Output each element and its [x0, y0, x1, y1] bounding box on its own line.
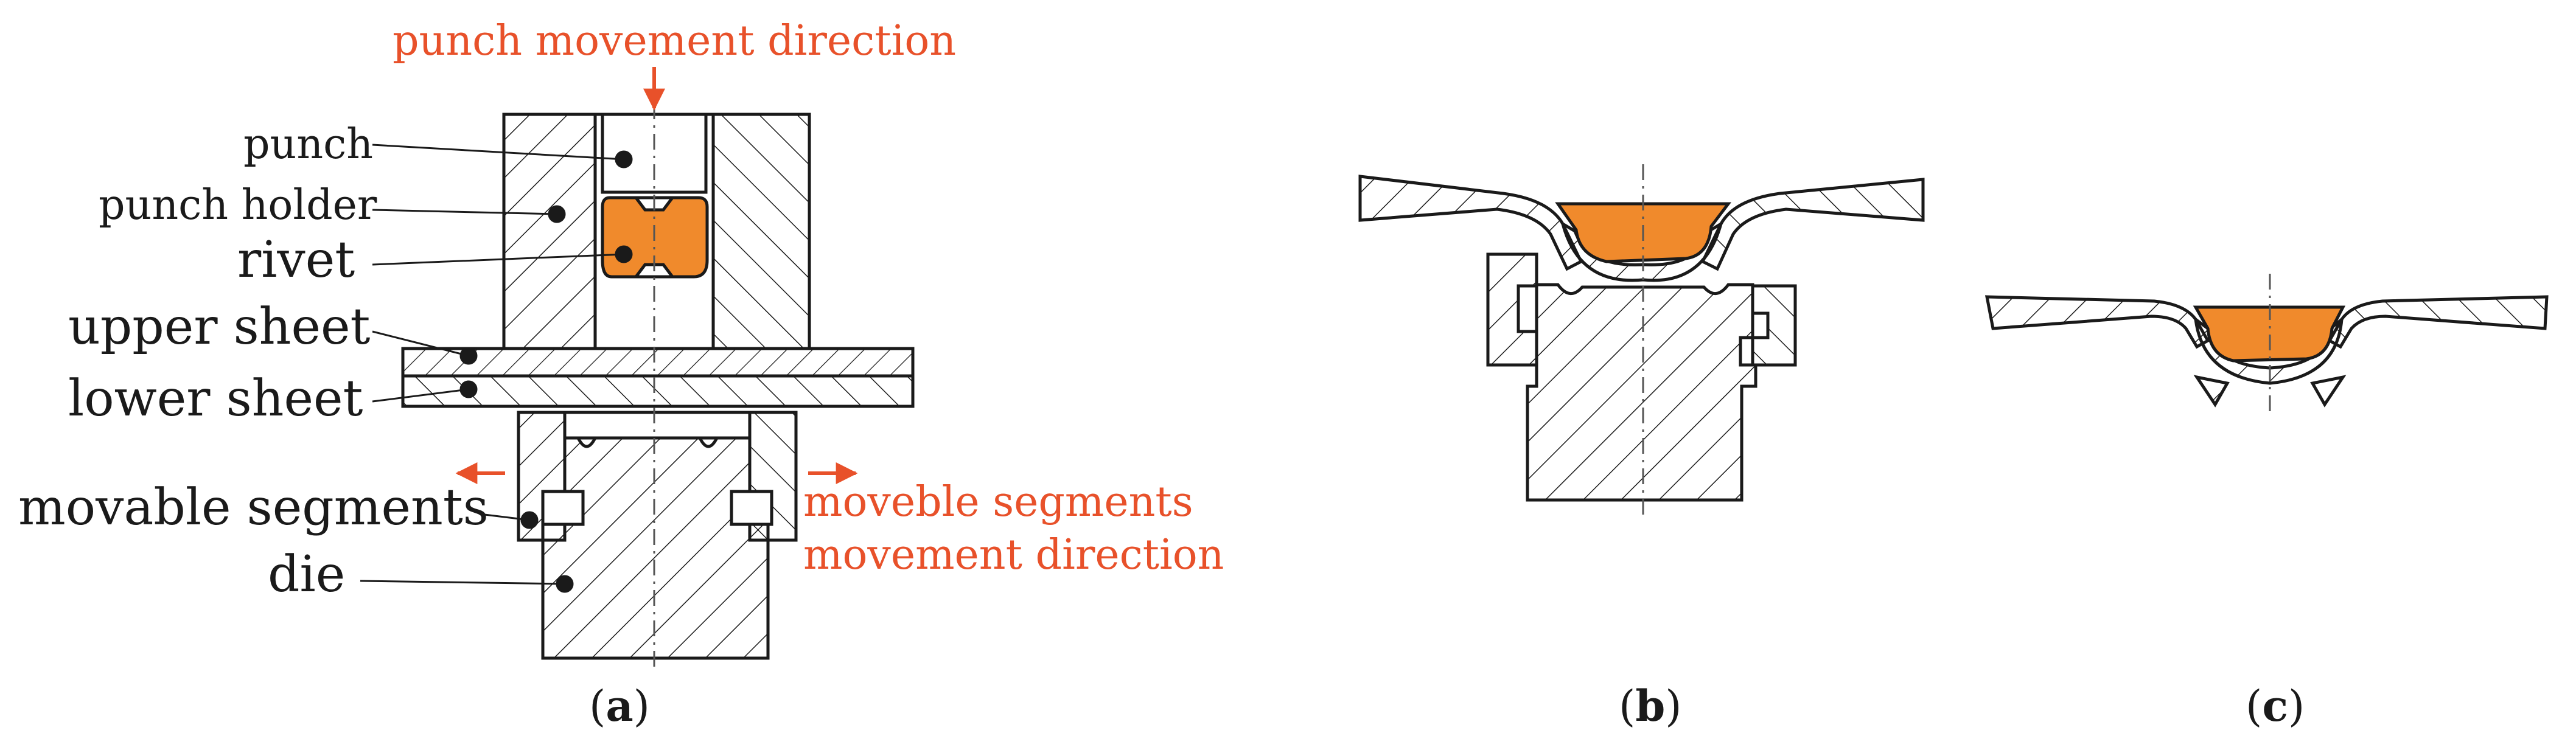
- label-movable-segments: movable segments: [18, 479, 489, 536]
- punch-direction-annotation: punch movement direction: [393, 17, 956, 65]
- label-lower-sheet: lower sheet: [68, 370, 363, 428]
- panel-b: (b): [1358, 164, 1925, 731]
- movable-segments-b: [1486, 252, 1538, 367]
- caption-b: (b): [1619, 681, 1682, 731]
- die-b: [1526, 283, 1757, 502]
- caption-a: (a): [589, 681, 650, 731]
- die: [541, 436, 770, 660]
- caption-c: (c): [2246, 681, 2305, 731]
- leader-lines: [360, 144, 633, 593]
- sheet-right-c: [2327, 295, 2549, 349]
- segments-direction-annotation-line1: moveble segments: [803, 478, 1193, 526]
- sheet-left-c: [1984, 295, 2210, 349]
- lower-sheet: [401, 374, 915, 408]
- sheet-right-b: [1700, 178, 1925, 271]
- panel-c: (c): [1984, 274, 2549, 731]
- label-rivet: rivet: [237, 231, 355, 289]
- movable-segments-b-right: [1751, 284, 1797, 367]
- label-punch: punch: [243, 120, 373, 168]
- panel-a: punch movement direction moveble segment…: [18, 17, 1224, 731]
- label-die: die: [268, 546, 345, 603]
- punch-holder: [502, 113, 811, 350]
- upper-sheet: [401, 347, 915, 378]
- segments-direction-annotation-line2: movement direction: [803, 531, 1224, 579]
- label-upper-sheet: upper sheet: [68, 298, 371, 356]
- label-punch-holder: punch holder: [99, 181, 377, 229]
- sheet-center-c: [2193, 316, 2347, 408]
- sheet-left-b: [1358, 175, 1583, 271]
- rivet-c: [2193, 305, 2346, 363]
